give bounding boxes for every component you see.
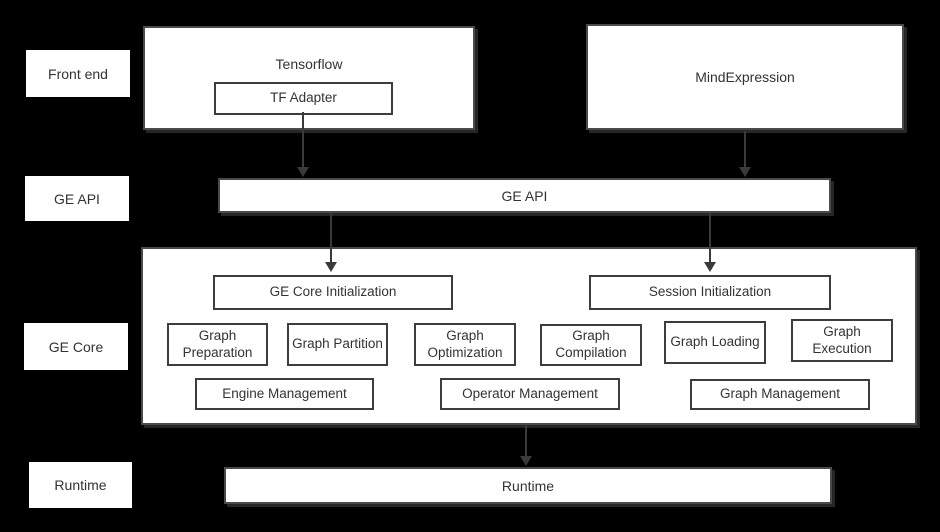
arrow-ge-api-to-ge-core-initialization — [325, 213, 337, 272]
operator-management-box: Operator Management — [440, 378, 620, 410]
ge-core-initialization-box: GE Core Initialization — [213, 275, 453, 310]
runtime-bar-label: Runtime — [501, 477, 555, 494]
arrow-head-icon — [297, 167, 309, 177]
graph-compilation-box: Graph Compilation — [540, 324, 642, 366]
side-label-runtime-text: Runtime — [54, 477, 107, 493]
arrow-mindexpression-to-ge-api — [739, 131, 751, 177]
side-label-front-end: Front end — [26, 50, 130, 97]
arrow-shaft — [302, 112, 304, 169]
arrow-shaft — [525, 425, 527, 458]
graph-preparation-box: Graph Preparation — [167, 323, 268, 366]
side-label-front-end-text: Front end — [48, 65, 108, 82]
runtime-bar: Runtime — [224, 467, 832, 504]
side-label-runtime: Runtime — [29, 462, 132, 508]
graph-execution-label: Graph Execution — [812, 323, 872, 356]
operator-management-label: Operator Management — [462, 385, 598, 401]
session-initialization-box: Session Initialization — [589, 275, 831, 310]
session-initialization-label: Session Initialization — [648, 284, 772, 300]
ge-core-initialization-label: GE Core Initialization — [269, 284, 397, 300]
arrow-head-icon — [325, 262, 337, 272]
arrow-ge-api-to-session-initialization — [704, 213, 716, 272]
ge-core-box: GE Core Initialization Session Initializ… — [141, 247, 917, 425]
graph-optimization-box: Graph Optimization — [414, 323, 516, 366]
mindexpression-box: MindExpression — [586, 24, 904, 130]
graph-optimization-label: Graph Optimization — [427, 327, 503, 360]
side-label-ge-api: GE API — [25, 176, 129, 221]
mindexpression-label: MindExpression — [695, 69, 795, 85]
tensorflow-box: Tensorflow TF Adapter — [143, 26, 475, 130]
arrow-head-icon — [704, 262, 716, 272]
side-label-ge-api-text: GE API — [54, 190, 100, 207]
ge-api-bar-label: GE API — [501, 187, 548, 204]
arrow-head-icon — [520, 456, 532, 466]
arrow-shaft — [744, 131, 746, 169]
graph-management-box: Graph Management — [690, 379, 870, 410]
tf-adapter-label: TF Adapter — [270, 90, 337, 106]
graph-execution-box: Graph Execution — [791, 319, 893, 362]
tensorflow-title: Tensorflow — [275, 56, 343, 72]
engine-management-box: Engine Management — [195, 378, 374, 410]
arrow-shaft — [330, 213, 332, 264]
graph-loading-box: Graph Loading — [664, 321, 766, 364]
side-label-ge-core-text: GE Core — [48, 338, 104, 355]
ge-api-bar: GE API — [218, 178, 831, 213]
tf-adapter-box: TF Adapter — [214, 82, 393, 115]
graph-partition-box: Graph Partition — [287, 323, 388, 366]
arrow-shaft — [709, 213, 711, 264]
graph-management-label: Graph Management — [719, 386, 841, 402]
graph-preparation-label: Graph Preparation — [182, 327, 253, 360]
engine-management-label: Engine Management — [222, 385, 347, 401]
graph-partition-label: Graph Partition — [292, 336, 383, 352]
arrow-tf-adapter-to-ge-api — [297, 112, 309, 177]
graph-loading-label: Graph Loading — [670, 334, 760, 350]
arrow-ge-core-to-runtime — [520, 425, 532, 466]
side-label-ge-core: GE Core — [24, 323, 128, 370]
graph-compilation-label: Graph Compilation — [555, 328, 627, 360]
arrow-head-icon — [739, 167, 751, 177]
